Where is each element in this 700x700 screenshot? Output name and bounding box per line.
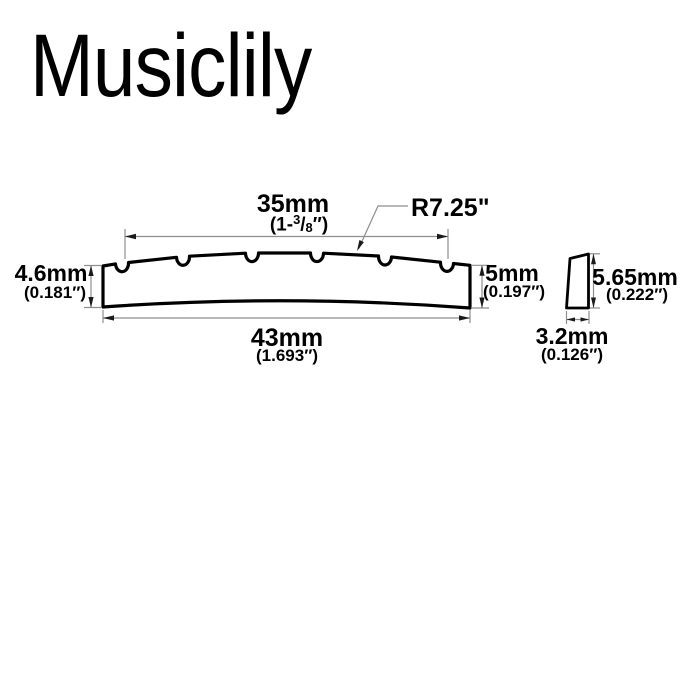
dim-overall-width bbox=[102, 310, 471, 323]
arrowhead-right-icon bbox=[580, 317, 589, 322]
dim-height-left bbox=[84, 264, 101, 309]
dim-radius-label: R7.25" bbox=[411, 194, 490, 222]
arrowhead-right-icon bbox=[437, 233, 448, 240]
dim-height-left-mm: 4.6mm bbox=[14, 260, 88, 286]
arrowhead-up-icon bbox=[591, 253, 596, 265]
nut-front-profile bbox=[101, 251, 472, 310]
fraction-suffix: ″) bbox=[312, 214, 329, 236]
fraction-slash: / bbox=[300, 214, 306, 236]
dim-side-thickness-inches: (0.126″) bbox=[540, 345, 604, 364]
arrowhead-leader-icon bbox=[357, 240, 364, 251]
dim-height-right-inches: (0.197″) bbox=[482, 282, 546, 301]
arrowhead-left-icon bbox=[103, 315, 114, 321]
leader-line bbox=[357, 205, 408, 250]
fraction-prefix: (1- bbox=[269, 214, 294, 236]
fraction-numerator: 3 bbox=[293, 212, 301, 227]
dim-string-spread-inches: (1-3/8″) bbox=[269, 212, 329, 236]
arrowhead-left-icon bbox=[566, 317, 575, 322]
arrowhead-up-icon bbox=[479, 265, 485, 276]
dim-string-spread-mm: 35mm bbox=[256, 190, 330, 218]
dim-side-thickness-mm: 3.2mm bbox=[535, 323, 609, 349]
fraction-denominator: 8 bbox=[305, 220, 313, 235]
arrowhead-up-icon bbox=[88, 265, 94, 276]
brand-logo: Musiclily bbox=[30, 15, 312, 115]
dim-side-thickness bbox=[565, 311, 590, 324]
dim-overall-width-inches: (1.693″) bbox=[255, 346, 319, 365]
leader-radius bbox=[357, 205, 408, 251]
dim-overall-width-mm: 43mm bbox=[250, 324, 324, 352]
dim-height-right bbox=[471, 264, 489, 309]
nut-side-profile bbox=[565, 252, 590, 310]
dim-side-height bbox=[590, 253, 600, 309]
dim-side-height-mm: 5.65mm bbox=[592, 264, 678, 290]
arrowhead-down-icon bbox=[479, 297, 485, 308]
dim-height-left-inches: (0.181″) bbox=[23, 283, 87, 302]
dim-string-spread bbox=[124, 229, 449, 259]
arrowhead-down-icon bbox=[88, 297, 94, 308]
arrowhead-right-icon bbox=[459, 315, 470, 321]
arrowhead-down-icon bbox=[591, 297, 596, 308]
dim-side-height-inches: (0.222″) bbox=[605, 285, 669, 304]
arrowhead-left-icon bbox=[125, 233, 136, 240]
dim-height-right-mm: 5mm bbox=[485, 260, 539, 286]
